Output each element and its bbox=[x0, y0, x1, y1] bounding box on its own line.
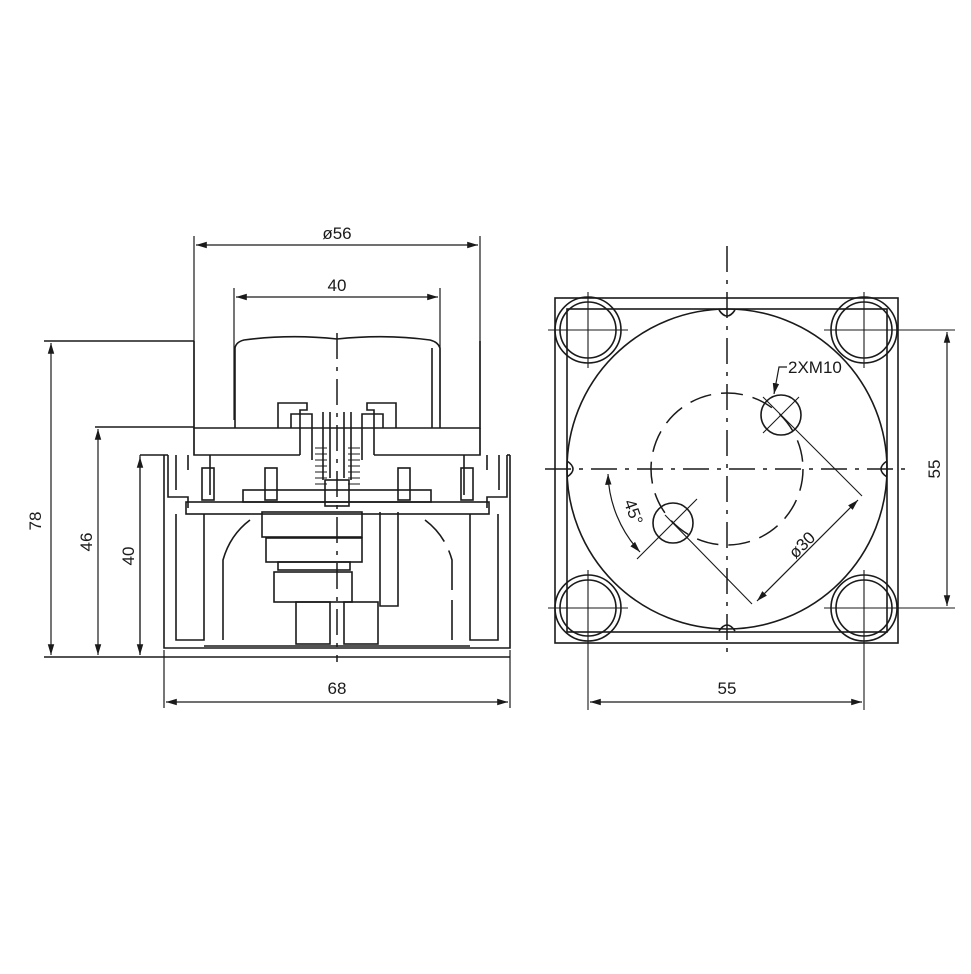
stud-circle-label: ø30 bbox=[785, 528, 819, 562]
base-width-label: 68 bbox=[328, 679, 347, 698]
dimension-total-height: 78 bbox=[26, 343, 55, 655]
spring-left bbox=[315, 447, 327, 485]
body-height-label: 40 bbox=[119, 547, 138, 566]
stud-callout: 2XM10 bbox=[772, 358, 842, 395]
dimension-flange-height: 46 bbox=[77, 429, 102, 655]
mounting-hole-bottom-right bbox=[824, 570, 955, 710]
side-section-view: ø56 40 bbox=[26, 224, 511, 708]
stud-hole-lower bbox=[636, 498, 753, 605]
dimension-hole-spacing-vertical: 55 bbox=[925, 332, 951, 606]
top-plan-view: ø30 45° 2XM10 55 55 bbox=[545, 246, 955, 710]
spring-right bbox=[348, 447, 360, 485]
flange-height-label: 46 bbox=[77, 533, 96, 552]
hole-spacing-vertical-label: 55 bbox=[925, 460, 944, 479]
cap-width-label: 40 bbox=[328, 276, 347, 295]
dimension-body-height: 40 bbox=[119, 455, 144, 655]
mounting-hole-bottom-left bbox=[548, 570, 628, 710]
stud-hole-upper bbox=[760, 394, 863, 497]
dimension-stud-circle: ø30 bbox=[756, 499, 859, 602]
hole-spacing-horizontal-label: 55 bbox=[718, 679, 737, 698]
stud-callout-label: 2XM10 bbox=[788, 358, 842, 377]
total-height-label: 78 bbox=[26, 512, 45, 531]
dimension-base-width: 68 bbox=[163, 650, 511, 708]
dimension-stud-angle: 45° bbox=[605, 473, 647, 553]
mounting-hole-top-right bbox=[824, 292, 955, 368]
mounting-hole-top-left bbox=[548, 292, 628, 368]
dimension-hole-spacing-horizontal: 55 bbox=[590, 679, 862, 706]
stud-angle-label: 45° bbox=[620, 497, 647, 528]
outer-diameter-label: ø56 bbox=[322, 224, 351, 243]
